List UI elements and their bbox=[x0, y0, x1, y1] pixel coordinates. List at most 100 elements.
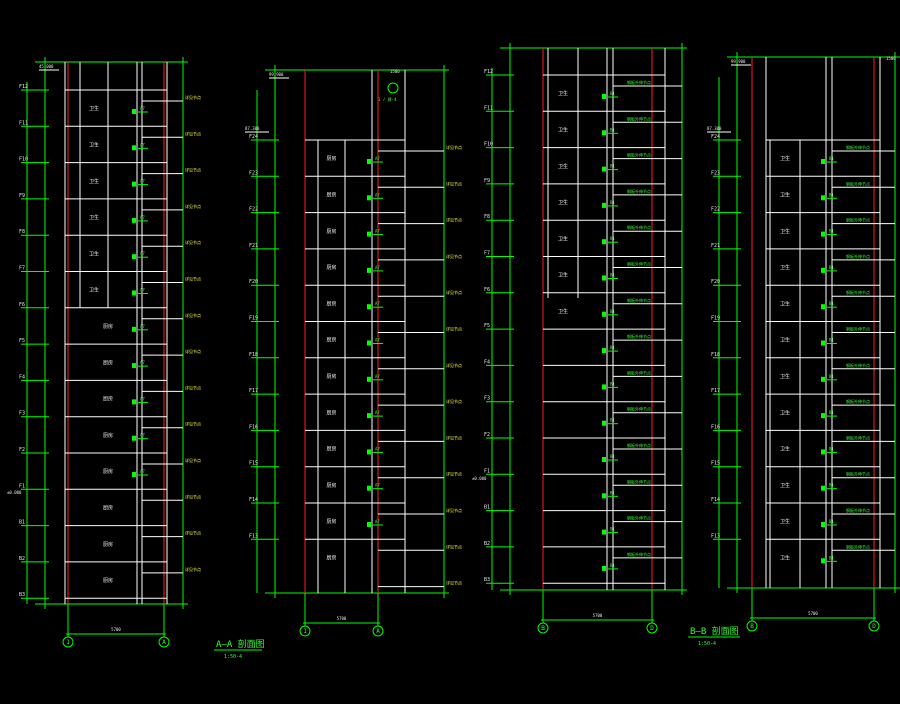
room-label: 厨房 bbox=[326, 300, 336, 307]
tag-marker bbox=[602, 493, 606, 499]
room-label: 卫生 bbox=[780, 337, 790, 344]
right-note: 钢板外伸节点 bbox=[627, 551, 651, 557]
room-label: 厨房 bbox=[326, 155, 336, 162]
tag-marker bbox=[367, 304, 371, 310]
tag-marker bbox=[132, 145, 136, 151]
right-note: 详见节点 bbox=[446, 144, 462, 150]
tag-marker bbox=[602, 311, 606, 317]
tag-label: B1 bbox=[610, 164, 615, 169]
tag-label: B1 bbox=[610, 418, 615, 423]
floor-label: F20 bbox=[249, 279, 258, 285]
tag-label: A7 bbox=[375, 301, 380, 306]
tag-label: B1 bbox=[610, 91, 615, 96]
tag-label: B1 bbox=[610, 563, 615, 568]
room-label: 厨房 bbox=[103, 541, 113, 548]
room-label: 厨房 bbox=[103, 468, 113, 475]
right-note: 详见节点 bbox=[446, 434, 462, 440]
zero-level: ±0.000 bbox=[472, 476, 487, 481]
right-note: 钢板外伸节点 bbox=[846, 507, 870, 513]
floor-label: F8 bbox=[19, 229, 25, 235]
room-label: 卫生 bbox=[780, 518, 790, 525]
tag-marker bbox=[602, 239, 606, 245]
tag-label: B1 bbox=[610, 454, 615, 459]
room-label: 卫生 bbox=[558, 235, 568, 242]
floor-label: F18 bbox=[249, 352, 258, 358]
axis-bubble-label: A bbox=[376, 628, 380, 635]
tag-label: A7 bbox=[140, 396, 145, 401]
room-label: 厨房 bbox=[326, 482, 336, 489]
room-label: 卫生 bbox=[89, 105, 99, 112]
room-label: 厨房 bbox=[326, 264, 336, 271]
tag-label: B1 bbox=[829, 265, 834, 270]
floor-label: F3 bbox=[19, 411, 25, 417]
floor-label: B1 bbox=[484, 505, 490, 511]
room-label: 卫生 bbox=[558, 126, 568, 133]
right-note: 详见节点 bbox=[446, 289, 462, 295]
room-label: 厨房 bbox=[326, 409, 336, 416]
right-note: 详见节点 bbox=[185, 203, 201, 209]
right-note: 详见节点 bbox=[446, 362, 462, 368]
level-upper: 87.300 bbox=[707, 126, 722, 131]
tag-marker bbox=[367, 195, 371, 201]
axis-bubble-label: B bbox=[541, 625, 545, 632]
right-note: 钢板外伸节点 bbox=[846, 289, 870, 295]
tag-label: B1 bbox=[829, 410, 834, 415]
room-label: 卫生 bbox=[89, 178, 99, 185]
tag-label: A7 bbox=[140, 288, 145, 293]
right-note: 钢板外伸节点 bbox=[846, 326, 870, 332]
tag-label: A7 bbox=[140, 215, 145, 220]
floor-label: F11 bbox=[484, 105, 493, 111]
axis-bubble-label: 1 bbox=[66, 639, 70, 646]
tag-marker bbox=[821, 522, 825, 527]
tag-marker bbox=[821, 304, 825, 310]
floor-label: F7 bbox=[19, 266, 25, 272]
floor-label: B2 bbox=[484, 541, 490, 547]
right-note: 钢板外伸节点 bbox=[627, 442, 651, 448]
level-top: 99.900 bbox=[731, 59, 746, 64]
floor-label: F19 bbox=[711, 316, 720, 322]
floor-label: F21 bbox=[711, 243, 720, 249]
room-label: 厨房 bbox=[103, 432, 113, 439]
right-note: 详见节点 bbox=[185, 457, 201, 463]
tag-marker bbox=[132, 181, 136, 187]
room-label: 卫生 bbox=[89, 214, 99, 221]
tag-marker bbox=[821, 195, 825, 201]
floor-label: B1 bbox=[19, 520, 25, 526]
tag-label: A7 bbox=[375, 338, 380, 343]
right-note: 详见节点 bbox=[446, 543, 462, 549]
section-scale-b: 1:50-4 bbox=[698, 641, 716, 647]
tag-label: A7 bbox=[375, 410, 380, 415]
tag-label: B1 bbox=[829, 156, 834, 161]
axis-bubble bbox=[299, 625, 311, 637]
tag-label: B1 bbox=[829, 483, 834, 488]
floor-label: F22 bbox=[711, 207, 720, 213]
axis-bubble-label: D bbox=[650, 625, 654, 632]
floor-label: F9 bbox=[484, 178, 490, 184]
floor-label: F13 bbox=[249, 533, 258, 539]
floor-label: F9 bbox=[19, 193, 25, 199]
right-note: 钢板外伸节点 bbox=[846, 362, 870, 368]
tag-marker bbox=[602, 94, 606, 99]
section-title-b: B—B 剖面图 bbox=[690, 625, 739, 637]
room-label: 卫生 bbox=[89, 141, 99, 148]
tag-marker bbox=[821, 159, 825, 164]
tag-marker bbox=[602, 420, 606, 426]
floor-label: B3 bbox=[19, 592, 25, 598]
right-note: 详见节点 bbox=[446, 180, 462, 186]
tag-marker bbox=[367, 267, 371, 273]
axis-bubble-label: 1 bbox=[303, 628, 307, 635]
floor-label: F6 bbox=[484, 287, 490, 293]
tag-marker bbox=[602, 130, 606, 136]
tag-marker bbox=[367, 340, 371, 346]
room-label: 卫生 bbox=[558, 199, 568, 206]
room-label: 厨房 bbox=[326, 554, 336, 561]
section-b-b-right: F24F23F22F21F20F19F18F17F16F15F14F13卫生卫生… bbox=[707, 52, 900, 632]
right-note: 详见节点 bbox=[446, 507, 462, 513]
tag-marker bbox=[602, 457, 606, 462]
floor-label: F17 bbox=[711, 388, 720, 394]
level-top: 45.000 bbox=[39, 64, 54, 69]
tag-label: B1 bbox=[829, 338, 834, 343]
bottom-dimension-text: 5700 bbox=[337, 616, 347, 621]
